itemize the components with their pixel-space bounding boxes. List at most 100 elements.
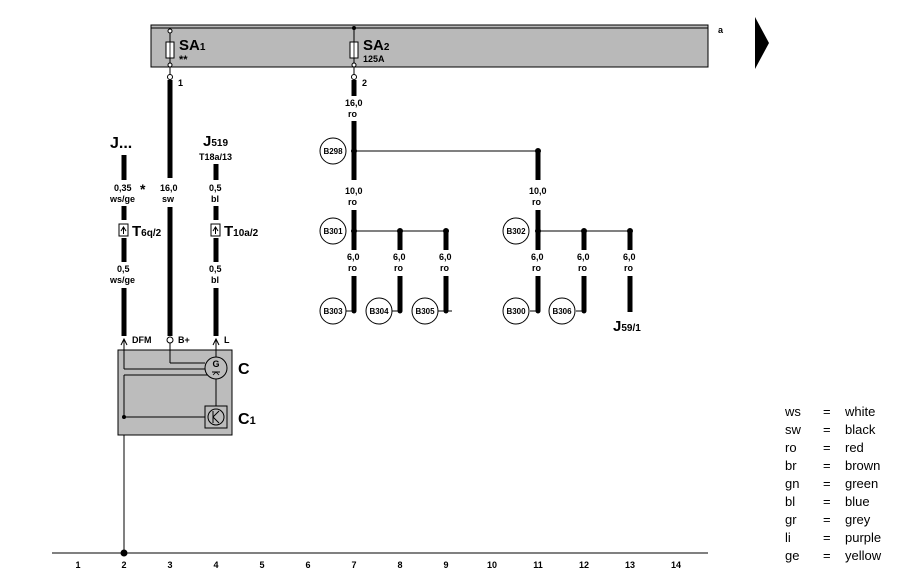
fuse-box [150,24,709,68]
connector-t6q-label: T6q/2 [132,223,162,240]
wire-sa1-color: sw [162,194,175,204]
wire-b306-size: 6,0 [577,252,590,262]
legend-row: bl=blue [785,494,870,509]
wire-j519-bot-color: bl [211,275,219,285]
wire-b303-color: ro [348,263,358,273]
wire-sa1-size: 16,0 [160,183,178,193]
wire-b300-size: 6,0 [531,252,544,262]
grid-number: 3 [167,560,172,568]
legend-row: sw=black [785,422,876,437]
connector-t10a-label: T10a/2 [224,223,259,240]
fuse-sa1-rating: ** [179,54,188,66]
fuse-sa2: SA2 125A [349,26,390,68]
grid-numbers: 1 2 3 4 5 6 7 8 9 10 11 12 13 14 [75,560,681,568]
splice-b300-label: B300 [506,307,526,316]
terminal-dfm: DFM [120,335,152,350]
splice-b305-label: B305 [415,307,435,316]
grid-number: 7 [351,560,356,568]
splice-b298-label: B298 [323,147,343,156]
legend-row: gn=green [785,476,879,491]
splice-b300 [502,297,530,325]
legend-row: br=brown [785,458,881,473]
grid-number: 12 [579,560,589,568]
wire-j59-size: 6,0 [623,252,636,262]
wire-j519-top-size: 0,5 [209,183,222,193]
splice-b301 [319,217,347,245]
fuse-sa2-rating: 125A [363,54,385,64]
wire-b305-size: 6,0 [439,252,452,262]
component-j59-label: J59/1 [613,318,641,335]
terminal-l-label: L [224,335,230,345]
splice-b302-label: B302 [506,227,526,236]
splice-b305 [411,297,439,325]
grid-number: 8 [397,560,402,568]
legend-row: ro=red [785,440,864,455]
terminal-b-plus-label: B+ [178,335,190,345]
legend-row: ge=yellow [785,548,882,563]
terminal-dfm-label: DFM [132,335,152,345]
component-c-label: C [238,361,250,378]
grid-number: 13 [625,560,635,568]
component-j-label: J... [110,135,132,152]
fuse-sa2-label: SA2 [363,37,390,54]
wire-b303-size: 6,0 [347,252,360,262]
terminal-b-plus: B+ [166,335,190,350]
wire-j-bot-color: ws/ge [109,275,135,285]
wire-j59-color: ro [624,263,634,273]
splice-b298 [319,137,347,165]
grid-number: 14 [671,560,681,568]
splice-b304-label: B304 [369,307,389,316]
wire-sa2-color: ro [348,109,358,119]
wire-b305-color: ro [440,263,450,273]
grid-number: 4 [213,560,218,568]
svg-text:G: G [212,359,219,369]
fuse-sa1-label: SA1 [179,37,206,54]
wire-j519-bot-size: 0,5 [209,264,222,274]
wire-j-bot-size: 0,5 [117,264,130,274]
legend-row: ws=white [785,404,876,419]
component-c1-label: C1 [238,411,256,428]
grid-number: 6 [305,560,310,568]
component-j519-label: J519 [203,133,228,150]
wire-b301-color: ro [348,197,358,207]
component-j519-conn: T18a/13 [199,152,232,162]
fuse-sa1-pin: 1 [178,78,183,88]
fuse-sa2-pin: 2 [362,78,367,88]
connector-t6q-icon [118,223,129,237]
wire-b302-size: 10,0 [529,186,547,196]
splice-b306 [548,297,576,325]
wire-j519-top-color: bl [211,194,219,204]
grid-number: 5 [259,560,264,568]
wire-b302-color: ro [532,197,542,207]
wire-j-top-mark: * [140,181,146,197]
wire-b304-color: ro [394,263,404,273]
wire-b306-color: ro [578,263,588,273]
grid-number: 1 [75,560,80,568]
grid-number: 11 [533,560,543,568]
color-legend: ws=white sw=black ro=red br=brown gn=gre… [785,403,881,565]
connector-t10a-icon [210,223,221,237]
continuation-arrow-icon [755,17,769,69]
wire-b304-size: 6,0 [393,252,406,262]
terminal-l: L [212,335,230,350]
wire-sa2-size: 16,0 [345,98,363,108]
splice-b302 [502,217,530,245]
wire-b300-color: ro [532,263,542,273]
splice-b306-label: B306 [552,307,572,316]
splice-b303 [319,297,347,325]
wire-j-top-color: ws/ge [109,194,135,204]
splice-b303-label: B303 [323,307,343,316]
grid-number: 9 [443,560,448,568]
regulator-icon [204,405,228,429]
generator-icon: G [204,356,228,380]
grid-number: 10 [487,560,497,568]
splice-b301-label: B301 [323,227,343,236]
grid-number: 2 [121,560,126,568]
wire-j-top-size: 0,35 [114,183,132,193]
legend-row: li=purple [785,530,882,545]
legend-row: gr=grey [785,512,871,527]
bus-ref-label: a [718,25,724,35]
splice-b304 [365,297,393,325]
wire-b301-size: 10,0 [345,186,363,196]
